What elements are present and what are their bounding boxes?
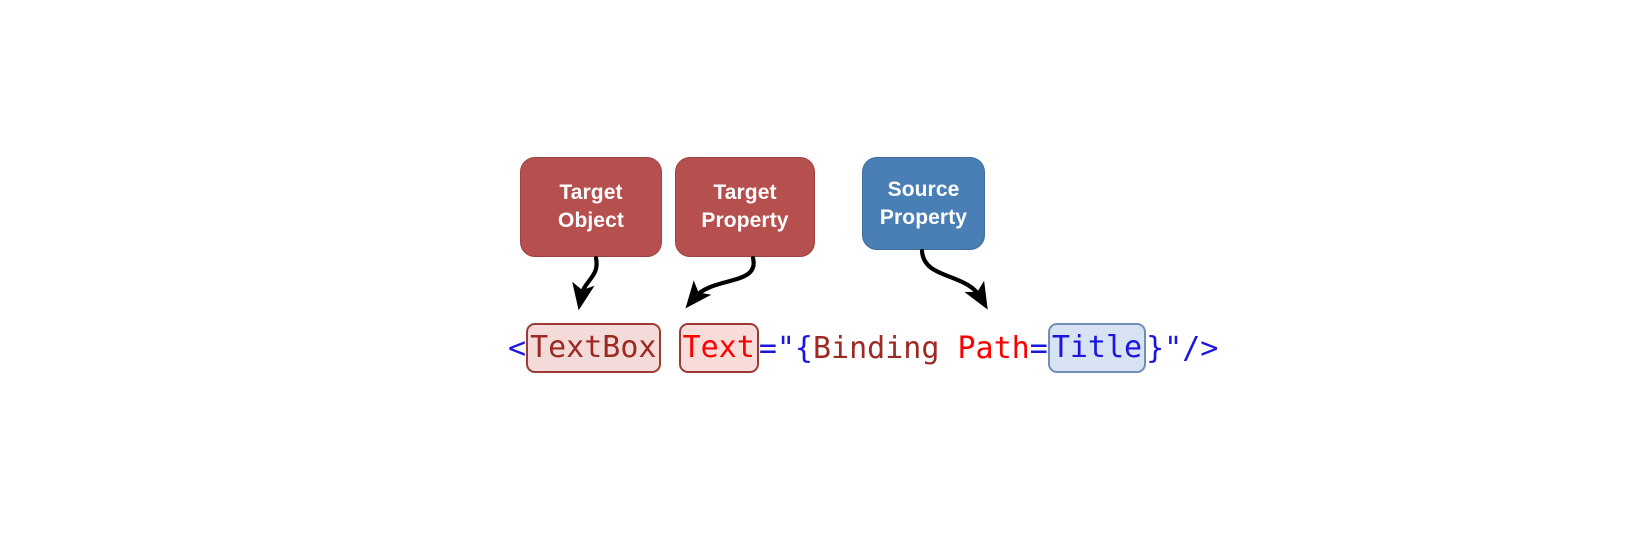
callout-target-property[interactable]: Target Property [675,157,815,257]
code-token-equals-2: = [1029,330,1048,366]
code-token-text-attr[interactable]: Text [678,323,759,373]
code-token-space-2 [939,331,957,366]
callout-target-object[interactable]: Target Object [520,157,662,257]
code-token-path-attr: Path [957,330,1030,366]
code-line[interactable]: < TextBox Text ="{ Binding Path = Title … [508,322,1218,374]
callout-source-property-label: Source Property [879,177,968,229]
arrow-source-property-path [919,248,988,310]
arrow-target-object-path [572,255,599,311]
code-token-binding: Binding [813,330,940,366]
callout-target-object-label: Target Object [558,181,624,232]
callout-target-property-label: Target Property [701,181,789,232]
code-token-title-value[interactable]: Title [1047,323,1147,373]
code-token-angle-open: < [508,330,527,366]
code-token-close-tag: }"/> [1146,330,1219,366]
code-token-textbox[interactable]: TextBox [526,323,661,373]
code-token-space-1 [661,331,679,366]
callout-source-property[interactable]: Source Property [862,157,985,250]
code-token-equals-quote: ="{ [758,330,813,366]
arrow-target-property-path [685,255,756,309]
